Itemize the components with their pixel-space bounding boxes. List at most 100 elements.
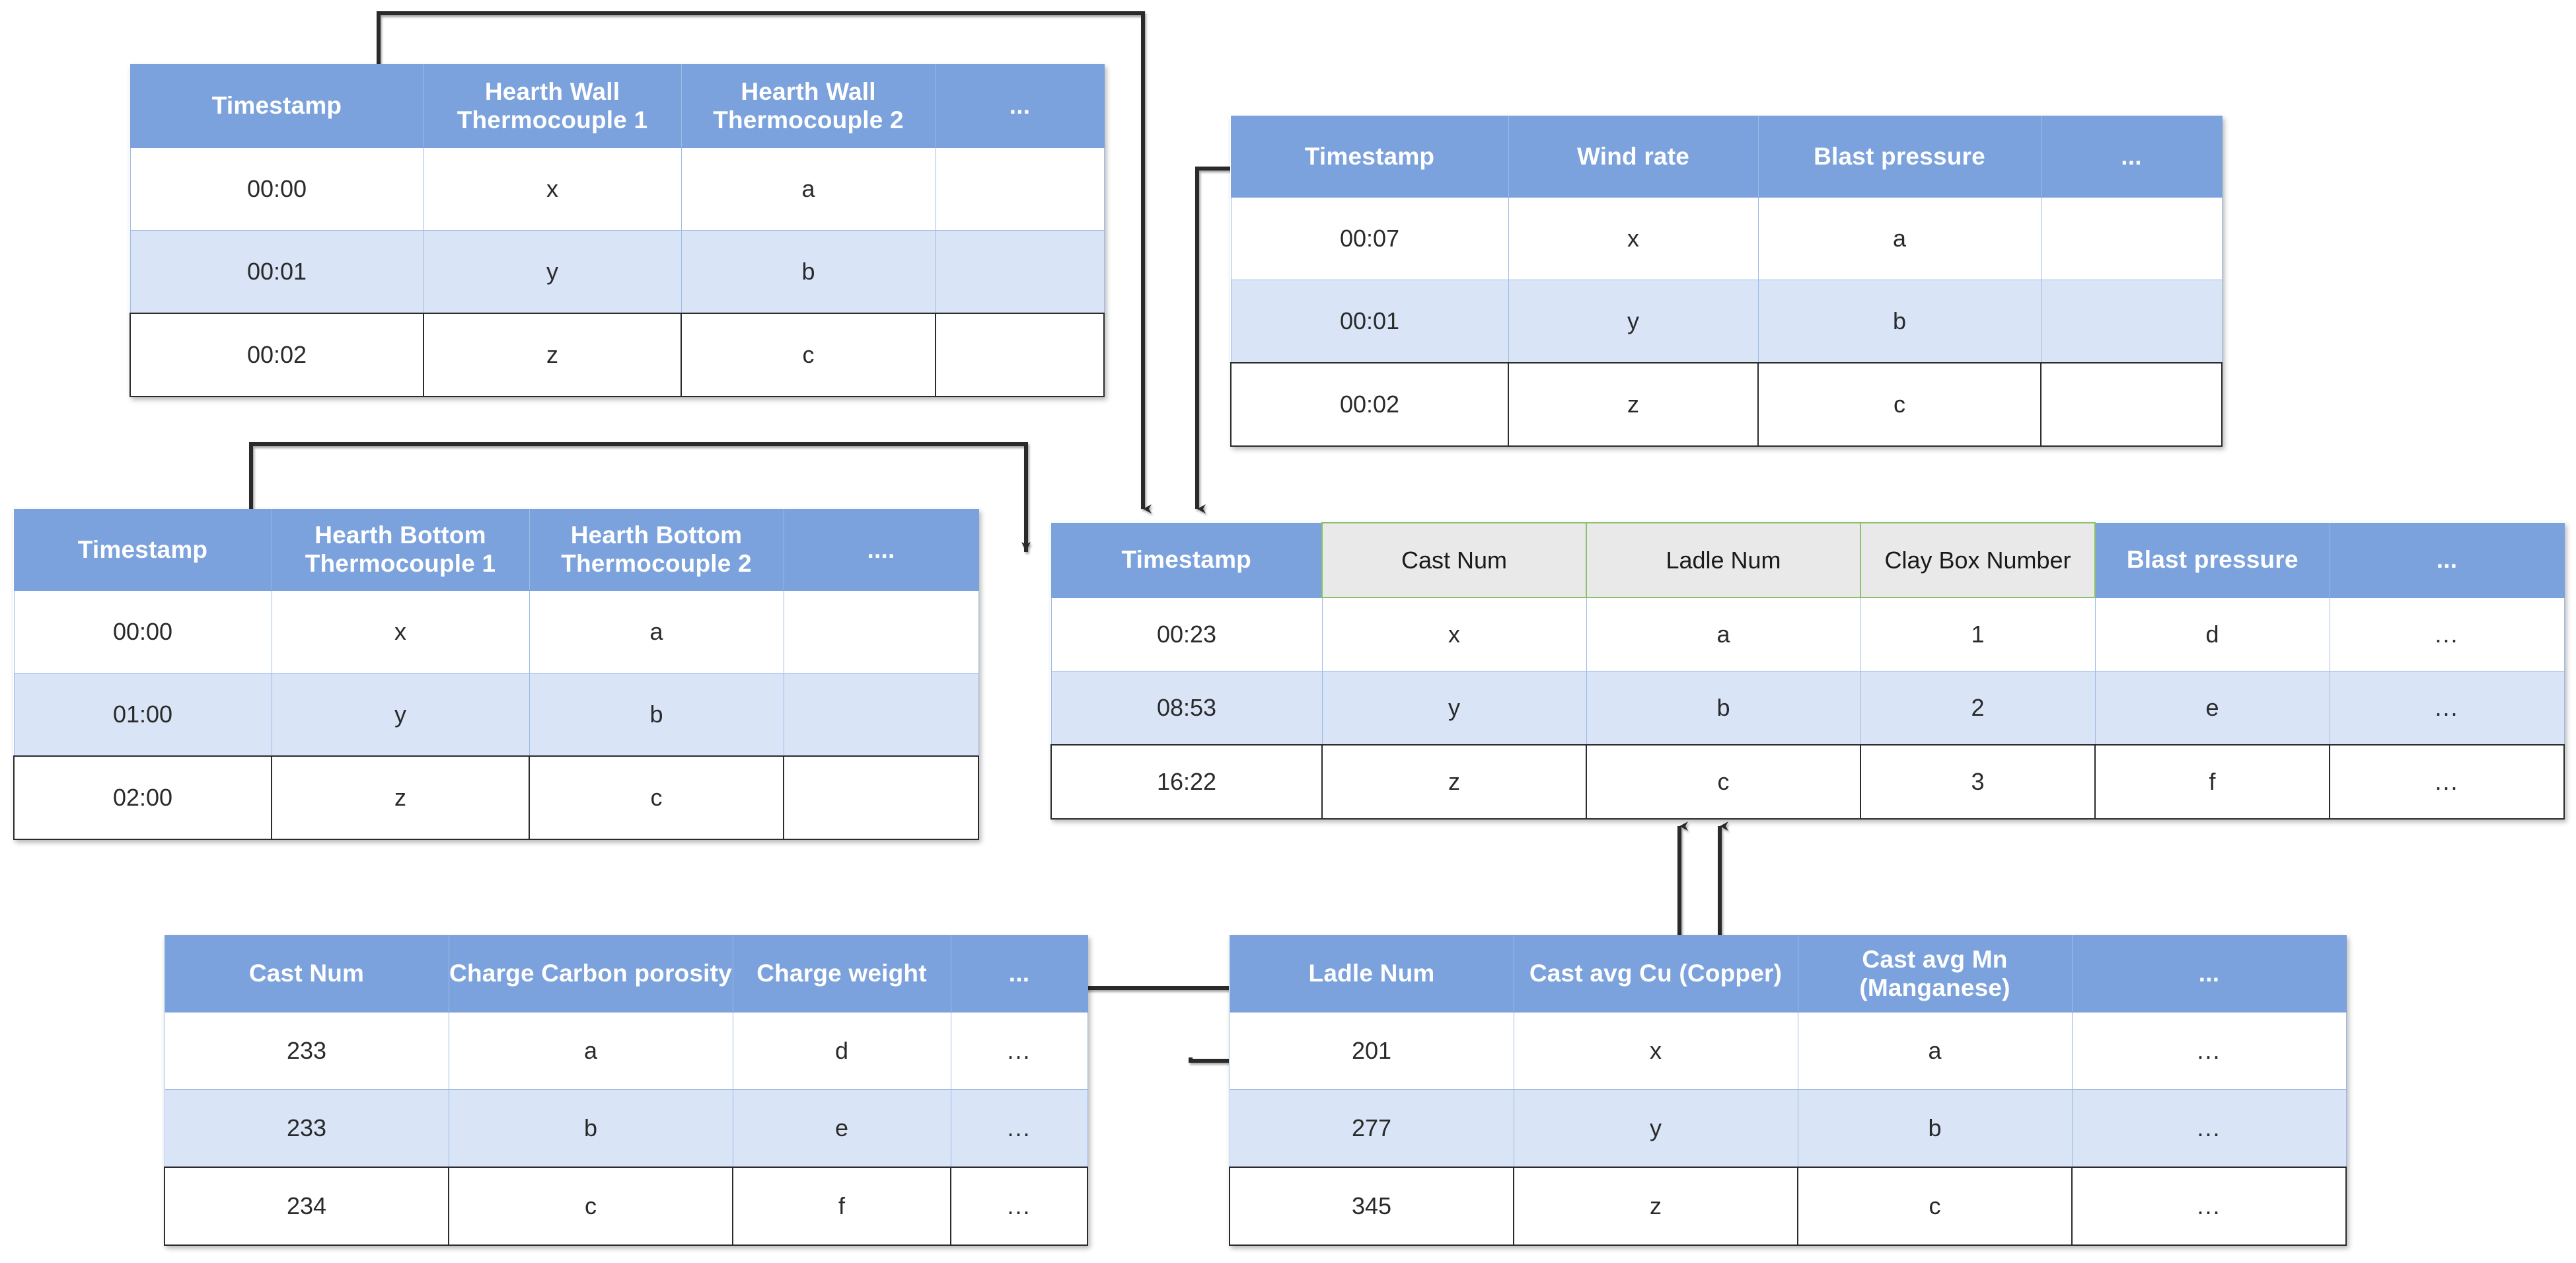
col-header-cast-avg-mn[interactable]: Cast avg Mn (Manganese) — [1797, 935, 2073, 1013]
col-header-charge-carbon-porosity[interactable]: Charge Carbon porosity — [448, 935, 733, 1013]
table-row[interactable]: 234 c f ... — [164, 1167, 1088, 1246]
cell-thermocouple-1: x — [271, 590, 530, 673]
cell-wind-rate: x — [1508, 197, 1759, 280]
col-header-thermocouple-2[interactable]: Hearth Wall Thermocouple 2 — [681, 64, 936, 148]
cell-blast-pressure: e — [2094, 670, 2330, 745]
cell-timestamp: 01:00 — [13, 673, 272, 757]
col-header-more[interactable]: ... — [935, 64, 1105, 148]
table-row[interactable]: 00:01 y b — [1230, 280, 2223, 364]
table-row[interactable]: 345 z c ... — [1229, 1167, 2347, 1246]
col-header-cast-num[interactable]: Cast Num — [164, 935, 449, 1013]
cell-thermocouple-1: y — [423, 230, 682, 314]
table-row[interactable]: 277 y b ... — [1229, 1089, 2347, 1168]
col-header-charge-weight[interactable]: Charge weight — [732, 935, 951, 1013]
col-header-cast-num[interactable]: Cast Num — [1321, 522, 1587, 598]
table-cast-charge[interactable]: Cast Num Charge Carbon porosity Charge w… — [164, 935, 1088, 1246]
col-header-blast-pressure[interactable]: Blast pressure — [1757, 116, 2042, 198]
col-header-more[interactable]: ... — [2071, 935, 2347, 1013]
cell-blast-pressure: f — [2094, 744, 2330, 820]
col-header-thermocouple-1[interactable]: Hearth Bottom Thermocouple 1 — [271, 509, 530, 591]
table-row[interactable]: 201 x a ... — [1229, 1012, 2347, 1090]
cell-more: ... — [2329, 670, 2565, 745]
cell-thermocouple-2: a — [529, 590, 784, 673]
col-header-blast-pressure[interactable]: Blast pressure — [2094, 522, 2330, 598]
col-header-thermocouple-2[interactable]: Hearth Bottom Thermocouple 2 — [529, 509, 784, 591]
table-row[interactable]: 00:02 z c — [129, 313, 1105, 397]
cell-more: ... — [950, 1012, 1088, 1090]
cell-timestamp: 00:02 — [1230, 362, 1509, 447]
table-row[interactable]: 02:00 z c — [13, 755, 979, 840]
cell-ladle-num: b — [1586, 670, 1861, 745]
cell-charge-carbon-porosity: c — [448, 1167, 733, 1246]
cell-ladle-num: 277 — [1229, 1089, 1514, 1168]
cell-thermocouple-2: b — [681, 230, 936, 314]
cell-thermocouple-1: z — [271, 755, 530, 840]
table-row[interactable]: 233 a d ... — [164, 1012, 1088, 1090]
table-header-row: Ladle Num Cast avg Cu (Copper) Cast avg … — [1229, 935, 2347, 1013]
table-row[interactable]: 233 b e ... — [164, 1089, 1088, 1168]
col-header-wind-rate[interactable]: Wind rate — [1508, 116, 1759, 198]
table-row[interactable]: 00:01 y b — [129, 230, 1105, 314]
col-header-more[interactable]: ... — [950, 935, 1088, 1013]
table-wind-rate[interactable]: Timestamp Wind rate Blast pressure ... 0… — [1230, 116, 2223, 447]
cell-more — [2040, 280, 2223, 364]
col-header-timestamp[interactable]: Timestamp — [1230, 116, 1509, 198]
col-header-ladle-num[interactable]: Ladle Num — [1229, 935, 1514, 1013]
cell-cast-avg-cu: z — [1513, 1167, 1798, 1246]
cell-more: ... — [950, 1089, 1088, 1168]
cell-cast-num: 233 — [164, 1089, 449, 1168]
col-header-timestamp[interactable]: Timestamp — [129, 64, 424, 148]
cell-ladle-num: c — [1586, 744, 1861, 820]
table-header-row: Cast Num Charge Carbon porosity Charge w… — [164, 935, 1088, 1013]
cell-cast-num: z — [1321, 744, 1587, 820]
table-central-merged[interactable]: Timestamp Cast Num Ladle Num Clay Box Nu… — [1050, 522, 2565, 820]
cell-blast-pressure: d — [2094, 597, 2330, 671]
cell-cast-avg-cu: y — [1513, 1089, 1798, 1168]
col-header-thermocouple-1[interactable]: Hearth Wall Thermocouple 1 — [423, 64, 682, 148]
cell-more — [2040, 362, 2223, 447]
cell-cast-avg-cu: x — [1513, 1012, 1798, 1090]
col-header-more[interactable]: ... — [2329, 522, 2565, 598]
cell-thermocouple-2: c — [681, 313, 936, 397]
table-row[interactable]: 00:00 x a — [129, 147, 1105, 231]
connector-wind-rate-to-central — [1195, 167, 1234, 514]
col-header-more[interactable]: .... — [783, 509, 979, 591]
cell-wind-rate: y — [1508, 280, 1759, 364]
table-row[interactable]: 00:02 z c — [1230, 362, 2223, 447]
cell-clay-box-number: 2 — [1860, 670, 2096, 745]
cell-more — [783, 590, 979, 673]
table-row[interactable]: 01:00 y b — [13, 673, 979, 757]
cell-cast-num: y — [1321, 670, 1587, 745]
cell-cast-avg-mn: c — [1797, 1167, 2073, 1246]
cell-blast-pressure: b — [1757, 280, 2042, 364]
table-header-row: Timestamp Hearth Wall Thermocouple 1 Hea… — [129, 64, 1105, 148]
cell-timestamp: 00:02 — [129, 313, 424, 397]
cell-clay-box-number: 3 — [1860, 744, 2096, 820]
table-row[interactable]: 16:22 z c 3 f ... — [1050, 744, 2565, 820]
table-row[interactable]: 00:23 x a 1 d ... — [1050, 597, 2565, 671]
col-header-more[interactable]: ... — [2040, 116, 2223, 198]
table-row[interactable]: 00:00 x a — [13, 590, 979, 673]
cell-cast-num: 234 — [164, 1167, 449, 1246]
table-row[interactable]: 08:53 y b 2 e ... — [1050, 670, 2565, 745]
col-header-timestamp[interactable]: Timestamp — [13, 509, 272, 591]
cell-charge-weight: f — [732, 1167, 951, 1246]
cell-charge-carbon-porosity: a — [448, 1012, 733, 1090]
cell-clay-box-number: 1 — [1860, 597, 2096, 671]
cell-more — [783, 673, 979, 757]
table-ladle-chemistry[interactable]: Ladle Num Cast avg Cu (Copper) Cast avg … — [1229, 935, 2347, 1246]
col-header-clay-box-number[interactable]: Clay Box Number — [1860, 522, 2096, 598]
col-header-cast-avg-cu[interactable]: Cast avg Cu (Copper) — [1513, 935, 1798, 1013]
cell-thermocouple-2: b — [529, 673, 784, 757]
table-row[interactable]: 00:07 x a — [1230, 197, 2223, 280]
cell-timestamp: 02:00 — [13, 755, 272, 840]
col-header-timestamp[interactable]: Timestamp — [1050, 522, 1323, 598]
table-hearth-wall[interactable]: Timestamp Hearth Wall Thermocouple 1 Hea… — [129, 64, 1105, 397]
cell-charge-weight: d — [732, 1012, 951, 1090]
cell-ladle-num: 201 — [1229, 1012, 1514, 1090]
col-header-ladle-num[interactable]: Ladle Num — [1586, 522, 1861, 598]
cell-blast-pressure: a — [1757, 197, 2042, 280]
cell-more: ... — [2071, 1167, 2347, 1246]
table-hearth-bottom[interactable]: Timestamp Hearth Bottom Thermocouple 1 H… — [13, 509, 979, 840]
table-header-row: Timestamp Hearth Bottom Thermocouple 1 H… — [13, 509, 979, 591]
